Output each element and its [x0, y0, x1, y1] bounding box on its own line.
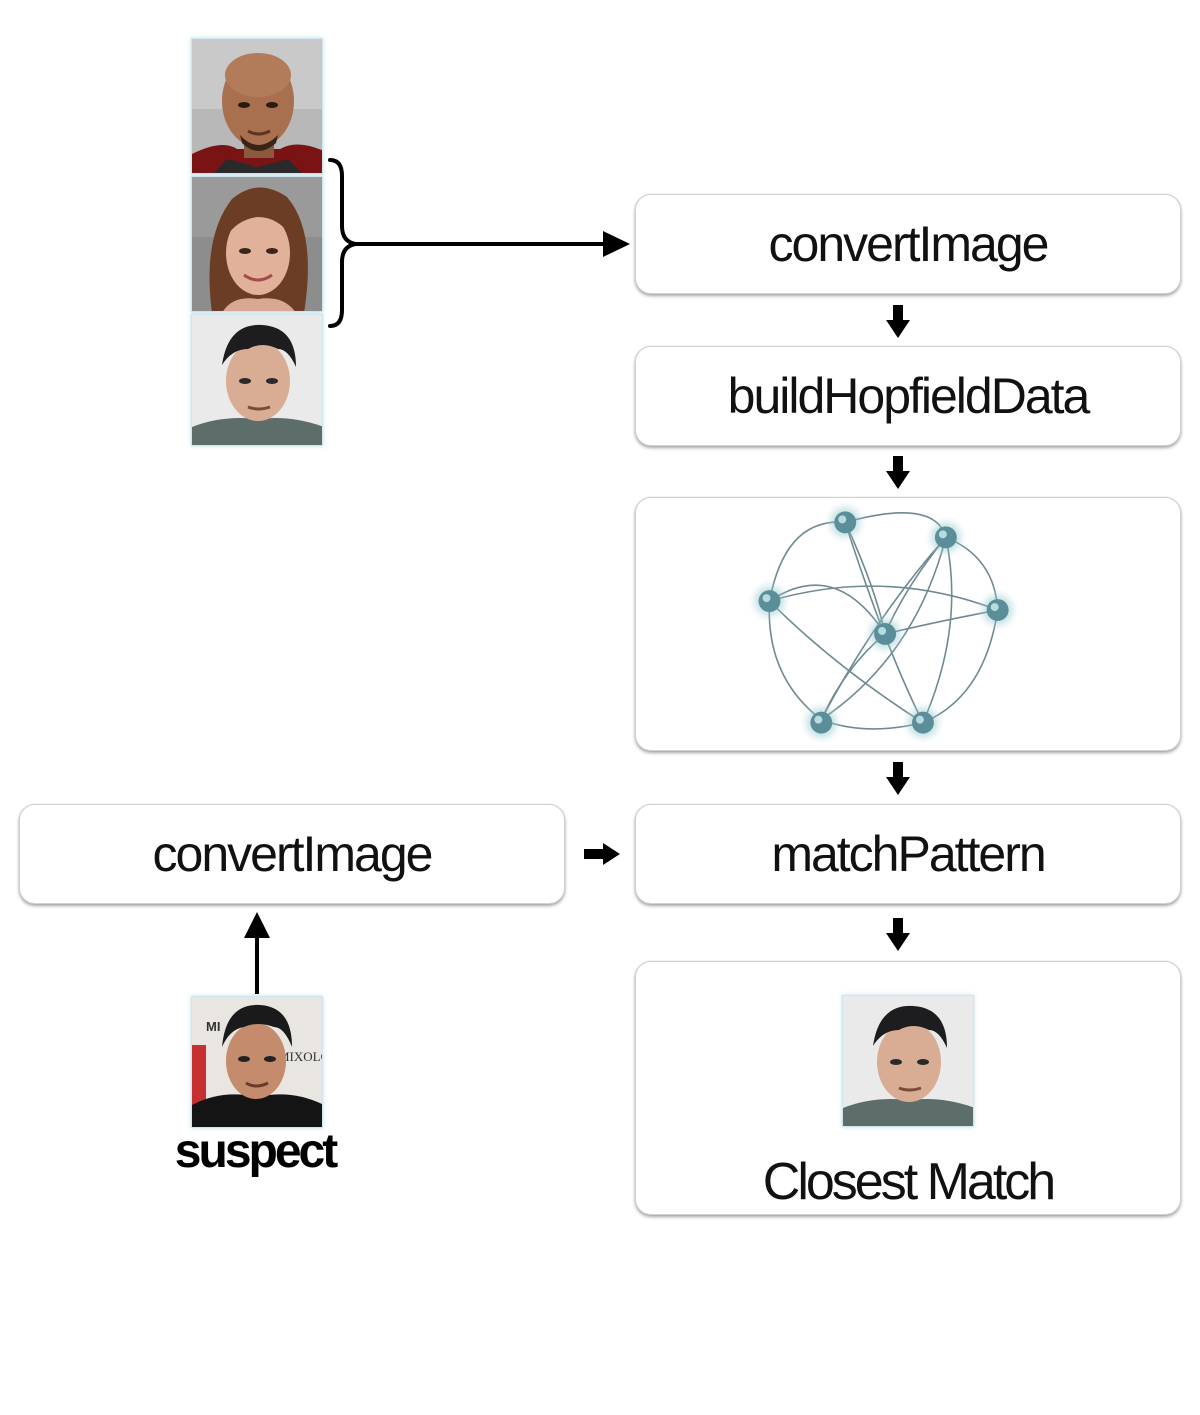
- hopfield-network-graph: [747, 500, 1020, 745]
- network-nodes: [747, 500, 1020, 745]
- hopfield-network-box: [635, 497, 1181, 751]
- match-pattern-label: matchPattern: [771, 826, 1046, 882]
- convert-image-training-step: convertImage: [635, 194, 1181, 294]
- convert-image-suspect-label: convertImage: [152, 826, 434, 882]
- brace-arrow-head: [603, 231, 630, 257]
- build-hopfield-data-step: buildHopfieldData: [635, 346, 1181, 446]
- training-photo-2: [191, 176, 323, 312]
- build-hopfield-data-label: buildHopfieldData: [727, 368, 1091, 424]
- convert-image-suspect-step: convertImage: [19, 804, 565, 904]
- down-arrow-1: [886, 305, 910, 338]
- suspect-photo: MI MIXOLO: [191, 996, 323, 1128]
- training-photo-3: [191, 314, 323, 446]
- curly-brace: [328, 158, 357, 328]
- suspect-label: suspect: [174, 1125, 338, 1178]
- suspect-up-arrow-head: [244, 912, 270, 938]
- down-arrow-2: [886, 456, 910, 489]
- match-pattern-step: matchPattern: [635, 804, 1181, 904]
- training-photo-1: [191, 38, 323, 174]
- convert-image-training-label: convertImage: [768, 216, 1050, 272]
- suspect-poster-text-2: MIXOLO: [278, 1049, 323, 1064]
- closest-match-label: Closest Match: [762, 1153, 1056, 1211]
- down-arrow-3: [886, 762, 910, 795]
- right-arrow-to-match: [584, 843, 620, 865]
- closest-match-photo: [842, 995, 974, 1127]
- down-arrow-4: [886, 918, 910, 951]
- suspect-poster-text-1: MI: [206, 1019, 220, 1034]
